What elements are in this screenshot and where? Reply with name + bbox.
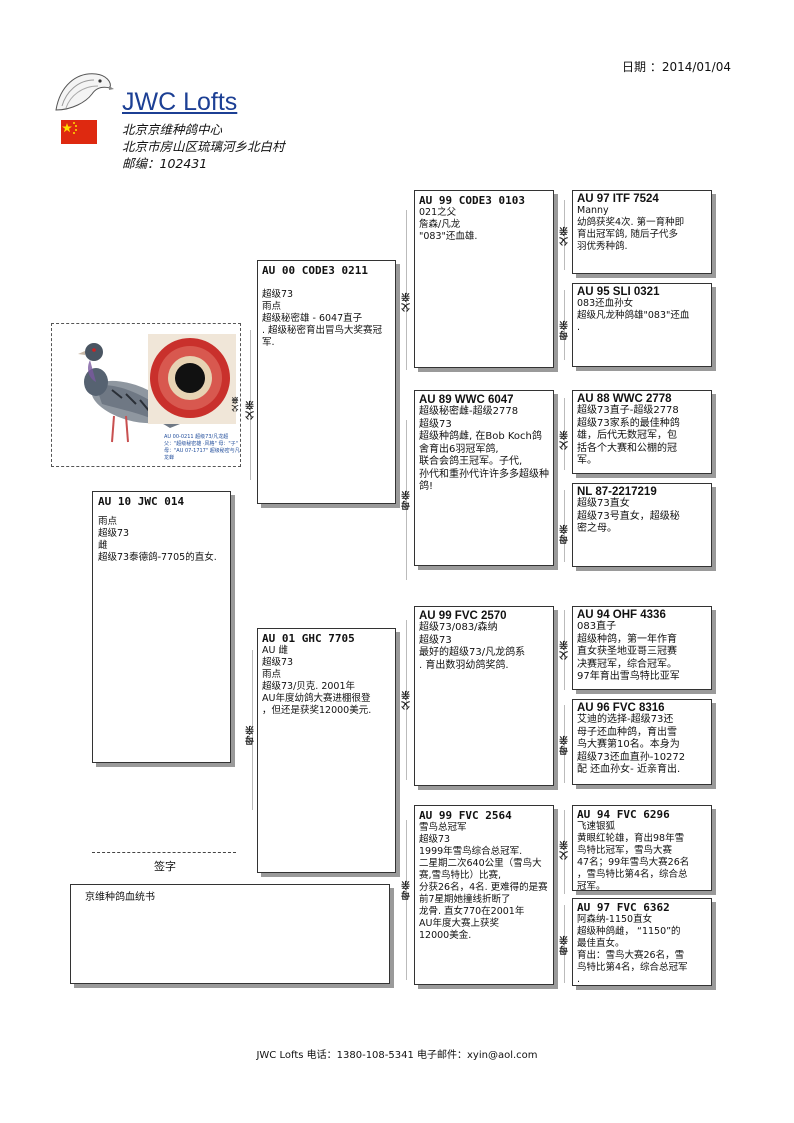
sire-father-label: 父亲 (402, 292, 412, 312)
photo-caption-1: AU 00-0211 超级73/凡龙超 (164, 434, 229, 440)
dsd-card[interactable]: AU 96 FVC 8316 艾迪的选择-超级73还 母子还血种鸽，育出雪 鸟大… (572, 699, 712, 785)
sdd-text: 超级73直女 超级73号直女，超级秘 密之母。 (577, 498, 680, 534)
ds-card[interactable]: AU 99 FVC 2570 超级73/083/森纳 超级73 最好的超级73/… (414, 606, 554, 786)
dsd-ring: AU 96 FVC 8316 (577, 702, 665, 714)
dss-card[interactable]: AU 94 OHF 4336 083直子 超级种鸽，第一年作育 直女获圣地亚哥三… (572, 606, 712, 690)
pigeon-logo (52, 66, 114, 116)
ddd-text: 阿森纳-1150直女 超级种鸽雌， “1150”的 最佳直女。 育出：雪鸟大赛2… (577, 914, 688, 985)
company-address: 北京市房山区琉璃河乡北白村 (122, 139, 285, 154)
dam-father-label: 父亲 (402, 690, 412, 710)
dds-text: 飞速银狐 黄眼红轮雄，育出98年雪 鸟特比冠军，雪鸟大赛 47名；99年雪鸟大赛… (577, 821, 690, 891)
dam-ring: AU 01 GHC 7705 (262, 632, 355, 645)
photo-caption-3: 母："AU 07-1717" 超级秘密与凡龙蝉 (164, 448, 240, 461)
sds-label: 父亲 (560, 430, 570, 450)
subject-father-label: 父亲 (246, 400, 256, 420)
sire-card[interactable]: AU 00 CODE3 0211 超级73 雨点 超级秘密雄 - 6047直子 … (257, 260, 396, 504)
sdd-card[interactable]: NL 87-2217219 超级73直女 超级73号直女，超级秘 密之母。 (572, 483, 712, 567)
sdd-ring: NL 87-2217219 (577, 486, 657, 498)
dd-ring: AU 99 FVC 2564 (419, 809, 512, 822)
photo-caption-2: 父："超级秘密雄 ·风格" 母："子" (164, 441, 238, 447)
sds-ring: AU 88 WWC 2778 (577, 393, 672, 405)
subject-ring: AU 10 JWC 014 (98, 495, 185, 508)
dam-text: AU 雌 超级73 雨点 超级73/贝克. 2001年 AU年度幼鸽大赛进棚很登… (262, 645, 372, 716)
dd-text: 雪鸟总冠军 超级73 1999年雪鸟综合总冠军. 二星期二次640公里（雪鸟大赛… (419, 822, 548, 941)
dss-text: 083直子 超级种鸽，第一年作育 直女获圣地亚哥三冠赛 决赛冠军，综合冠军。 9… (577, 621, 680, 682)
photo-side-label: 父亲 (231, 396, 239, 412)
ss-text: 021之父 詹森/凡龙 "083"还血雄. (419, 207, 478, 242)
sd-text: 超级秘密雌-超级2778 超级73 超级种鸽雌, 在Bob Koch鸽舍育出6羽… (419, 406, 549, 492)
sire-mother-label: 母亲 (402, 490, 412, 510)
certificate-title: 京维种鸽血统书 (85, 892, 155, 903)
company-title[interactable]: JWC Lofts (122, 88, 238, 116)
sss-ring: AU 97 ITF 7524 (577, 193, 659, 205)
ds-text: 超级73/083/森纳 超级73 最好的超级73/凡龙鸽系 . 育出数羽幼鸽奖鸽… (419, 622, 526, 671)
signature-line (92, 852, 236, 853)
dam-mother-label: 母亲 (402, 880, 412, 900)
ss-card[interactable]: AU 99 CODE3 0103 021之父 詹森/凡龙 "083"还血雄. (414, 190, 554, 368)
dds-card[interactable]: AU 94 FVC 6296 飞速银狐 黄眼红轮雄，育出98年雪 鸟特比冠军，雪… (572, 805, 712, 891)
pigeon-eye-image (148, 334, 236, 424)
sd-card[interactable]: AU 89 WWC 6047 超级秘密雌-超级2778 超级73 超级种鸽雌, … (414, 390, 554, 566)
dsd-text: 艾迪的选择-超级73还 母子还血种鸽，育出雪 鸟大赛第10名。本身为 超级73还… (577, 714, 686, 775)
ddd-ring: AU 97 FVC 6362 (577, 901, 670, 914)
sss-label: 父亲 (560, 226, 570, 246)
footer-contact: JWC Lofts 电话：1380-108-5341 电子邮件：xyin@aol… (256, 1050, 538, 1061)
pigeon-photo: AU 00-0211 超级73/凡龙超 父："超级秘密雄 ·风格" 母："子" … (51, 323, 241, 467)
subject-card[interactable]: AU 10 JWC 014 雨点 超级73 雌 超级73泰德鸽-7705的直女. (92, 491, 231, 763)
dss-ring: AU 94 OHF 4336 (577, 609, 666, 621)
sds-card[interactable]: AU 88 WWC 2778 超级73直子-超级2778 超级73家系的最佳种鸽… (572, 390, 712, 474)
dam-card[interactable]: AU 01 GHC 7705 AU 雌 超级73 雨点 超级73/贝克. 200… (257, 628, 396, 873)
china-flag-icon (61, 120, 97, 144)
subject-mother-label: 母亲 (246, 725, 256, 745)
signature-label: 签字 (154, 860, 176, 873)
company-name: 北京京维种鸽中心 (122, 122, 223, 137)
dss-label: 父亲 (560, 640, 570, 660)
ssd-text: 083还血孙女 超级凡龙种鸽雄"083"还血 . (577, 298, 690, 333)
ddd-label: 母亲 (560, 935, 570, 955)
sire-ring: AU 00 CODE3 0211 (262, 264, 368, 277)
sds-text: 超级73直子-超级2778 超级73家系的最佳种鸽 雄，后代无数冠军，包 括各个… (577, 405, 680, 466)
ssd-ring: AU 95 SLI 0321 (577, 286, 660, 298)
ssd-card[interactable]: AU 95 SLI 0321 083还血孙女 超级凡龙种鸽雄"083"还血 . (572, 283, 712, 367)
ddd-card[interactable]: AU 97 FVC 6362 阿森纳-1150直女 超级种鸽雌， “1150”的… (572, 898, 712, 986)
dds-label: 父亲 (560, 840, 570, 860)
ssd-label: 母亲 (560, 320, 570, 340)
date-label: 日期 ：2014/01/04 (622, 60, 731, 74)
ss-ring: AU 99 CODE3 0103 (419, 194, 525, 207)
subject-text: 雨点 超级73 雌 超级73泰德鸽-7705的直女. (98, 516, 217, 563)
sdd-label: 母亲 (560, 524, 570, 544)
dd-card[interactable]: AU 99 FVC 2564 雪鸟总冠军 超级73 1999年雪鸟综合总冠军. … (414, 805, 554, 985)
dsd-label: 母亲 (560, 735, 570, 755)
ds-ring: AU 99 FVC 2570 (419, 610, 507, 622)
sss-text: Manny 幼鸽获奖4次. 第一育种即 育出冠军鸽, 随后子代多 羽优秀种鸽. (577, 205, 685, 252)
sd-ring: AU 89 WWC 6047 (419, 394, 514, 406)
dds-ring: AU 94 FVC 6296 (577, 808, 670, 821)
company-postcode: 邮编：102431 (122, 156, 208, 171)
sire-text: 超级73 雨点 超级秘密雄 - 6047直子 . 超级秘密育出冒鸟大奖赛冠军. (262, 289, 383, 348)
sss-card[interactable]: AU 97 ITF 7524 Manny 幼鸽获奖4次. 第一育种即 育出冠军鸽… (572, 190, 712, 274)
certificate-box: 京维种鸽血统书 (70, 884, 390, 984)
